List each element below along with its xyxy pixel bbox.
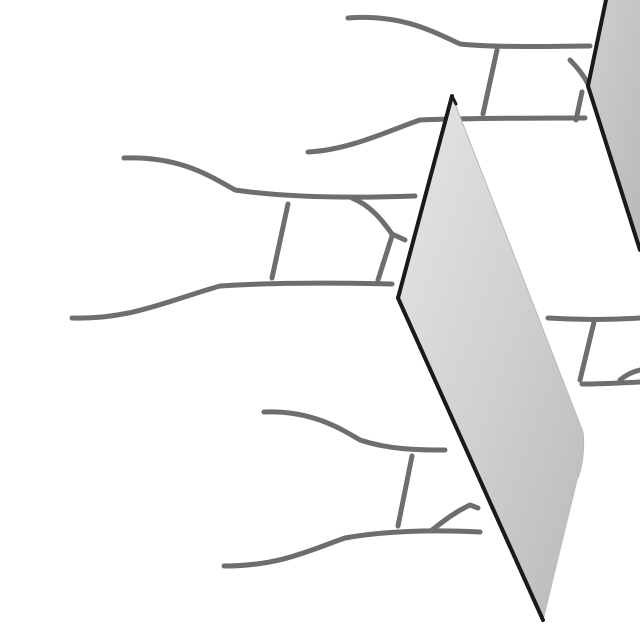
rung (269, 201, 291, 281)
ladder-unit-top-right (305, 14, 593, 155)
plate-left-edge (586, 0, 640, 252)
plate-center (396, 94, 585, 622)
rail-lower (305, 115, 588, 155)
plate-face (588, 0, 640, 250)
plate-face (397, 94, 585, 622)
rung (577, 319, 597, 383)
rung-near-plate (375, 233, 395, 283)
plate-top-edge (450, 94, 458, 106)
ladder-unit-right (545, 315, 640, 387)
rung-stub (573, 89, 585, 123)
rung (480, 47, 500, 117)
rail-upper (261, 409, 448, 453)
ladder-unit-middle (69, 155, 418, 321)
plate-top-right (586, 0, 640, 252)
rail-upper (345, 14, 593, 49)
brace (349, 195, 408, 243)
rail-upper (545, 315, 640, 322)
rail-lower (579, 379, 640, 387)
rail-upper (121, 155, 418, 200)
brace (617, 367, 640, 383)
rail-lower (221, 528, 483, 569)
rung (395, 453, 415, 529)
plate-left-edge (396, 94, 545, 622)
rail-lower (69, 280, 395, 321)
brace (429, 502, 481, 533)
plate-edge-connector (567, 57, 591, 87)
ladder-unit-bottom (221, 409, 483, 569)
